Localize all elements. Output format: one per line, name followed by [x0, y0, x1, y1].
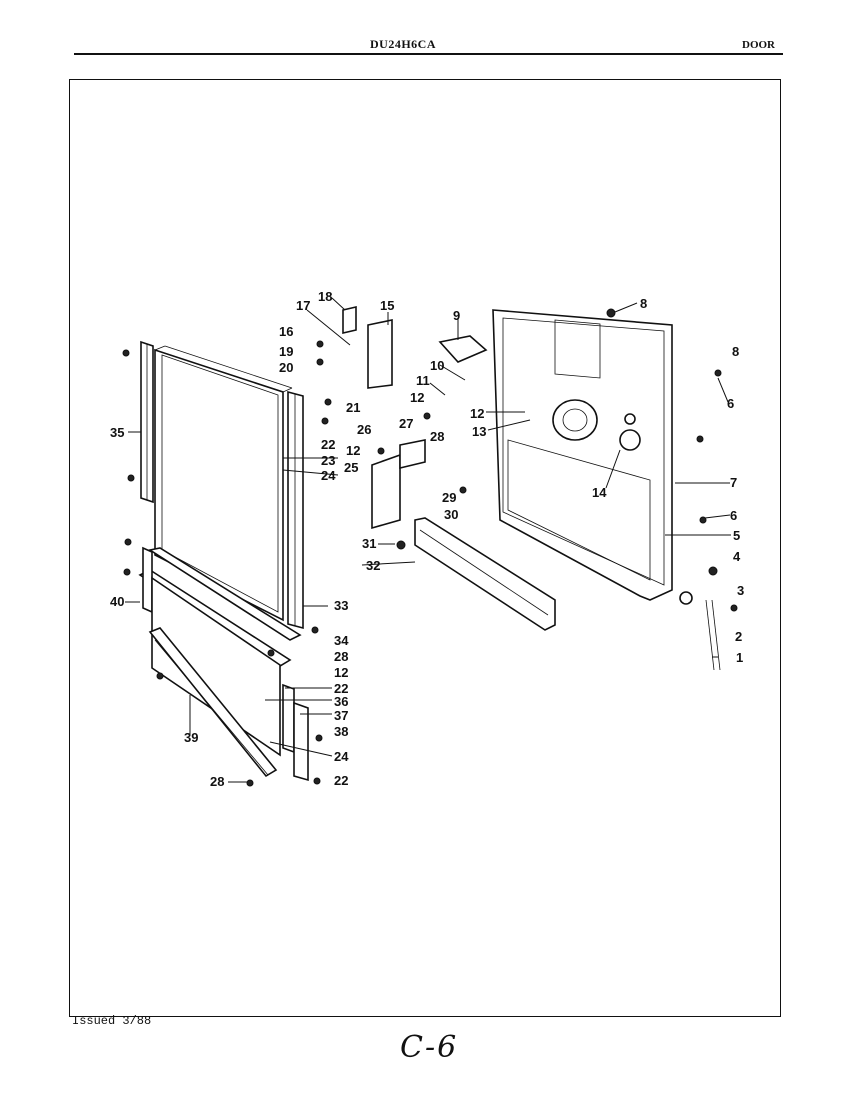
callout-21: 21	[346, 400, 360, 415]
screws-and-fasteners	[122, 308, 738, 787]
callout-39: 39	[184, 730, 198, 745]
model-number: DU24H6CA	[370, 37, 436, 51]
inner-door-liner	[492, 309, 673, 601]
callout-36: 36	[334, 694, 348, 709]
callout-20: 20	[279, 360, 293, 375]
callout-33: 33	[334, 598, 348, 613]
callout-12: 12	[346, 443, 360, 458]
callout-12: 12	[334, 665, 348, 680]
callout-24: 24	[334, 749, 349, 764]
detergent-dispenser	[552, 399, 641, 451]
callout-7: 7	[730, 475, 737, 490]
callout-10: 10	[430, 358, 444, 373]
callout-2: 2	[735, 629, 742, 644]
callout-9: 9	[453, 308, 460, 323]
section-title: DOOR	[742, 39, 775, 51]
diagram-frame	[69, 79, 781, 1017]
bottom-rail	[138, 547, 302, 667]
door-latch-assembly	[342, 305, 488, 530]
callout-25: 25	[344, 460, 358, 475]
callout-38: 38	[334, 724, 348, 739]
lower-panel	[148, 576, 281, 778]
callout-4: 4	[733, 549, 741, 564]
callout-28: 28	[430, 429, 444, 444]
callout-19: 19	[279, 344, 293, 359]
callout-15: 15	[380, 298, 394, 313]
callout-32: 32	[366, 558, 380, 573]
callout-31: 31	[362, 536, 376, 551]
callout-1: 1	[736, 650, 743, 665]
callout-16: 16	[279, 324, 293, 339]
outer-door-panel	[154, 345, 293, 622]
callout-3: 3	[737, 583, 744, 598]
callout-11: 11	[416, 373, 430, 388]
header-rule	[74, 53, 783, 55]
callout-22: 22	[334, 773, 348, 788]
callout-34: 34	[334, 633, 349, 648]
callout-27: 27	[399, 416, 413, 431]
callout-23: 23	[321, 453, 335, 468]
callout-40: 40	[110, 594, 124, 609]
callout-8: 8	[732, 344, 739, 359]
callout-6: 6	[727, 396, 734, 411]
callout-22: 22	[334, 681, 348, 696]
callout-13: 13	[472, 424, 486, 439]
callout-8: 8	[640, 296, 647, 311]
callout-26: 26	[357, 422, 371, 437]
callout-28: 28	[210, 774, 224, 789]
callout-6: 6	[730, 508, 737, 523]
callout-30: 30	[444, 507, 458, 522]
side-trim-strip	[140, 340, 154, 504]
callout-22: 22	[321, 437, 335, 452]
lower-channel	[282, 683, 309, 782]
callout-24: 24	[321, 468, 336, 483]
callout-14: 14	[592, 485, 607, 500]
callout-35: 35	[110, 425, 124, 440]
callout-5: 5	[733, 528, 740, 543]
callout-17: 17	[296, 298, 310, 313]
callout-37: 37	[334, 708, 348, 723]
issued-date: Issued 3/88	[72, 1014, 152, 1028]
lower-side-bracket	[142, 546, 153, 614]
callout-29: 29	[442, 490, 456, 505]
callout-12: 12	[470, 406, 484, 421]
callout-labels: 1 2 3 4 5 6 6 7 8 8 9 10 11 12 12 12 12 …	[110, 289, 744, 789]
page-code: C-6	[400, 1030, 459, 1065]
callout-18: 18	[318, 289, 332, 304]
callout-12: 12	[410, 390, 424, 405]
right-trim-channel	[287, 390, 304, 630]
leader-lines	[125, 297, 731, 783]
callout-28: 28	[334, 649, 348, 664]
front-bottom-rail	[414, 517, 556, 631]
door-spring	[679, 591, 721, 671]
